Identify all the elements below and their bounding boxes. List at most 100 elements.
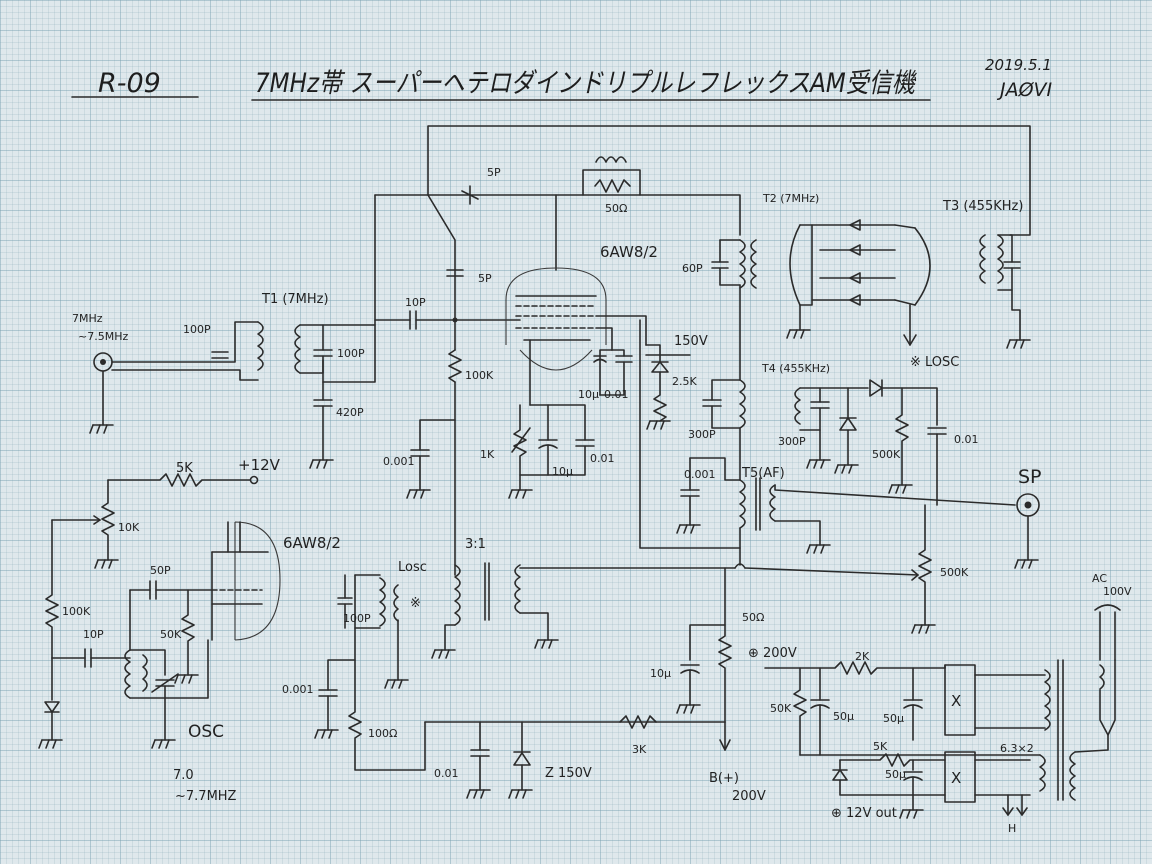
svg-text:2.5K: 2.5K [672,375,697,388]
transformer-t5-af: T5(AF) 0.001 [639,319,1016,566]
svg-text:500K: 500K [872,448,901,461]
svg-text:50Ω: 50Ω [605,202,627,215]
ac-plug: AC 100V [1074,572,1132,753]
svg-text:10P: 10P [83,628,104,641]
losc-tank: Losc ※ 100P 0.001 100Ω [282,560,427,771]
svg-text:T4 (455KHz): T4 (455KHz) [761,362,830,375]
date-text: 2019.5.1 [985,56,1052,74]
svg-text:100Ω: 100Ω [368,727,397,740]
power-supply: ⊕ 200V 2K 50K 50μ 50μ X 5K 50μ X ⊕ [748,646,1076,835]
svg-text:SP: SP [1018,466,1042,488]
svg-text:B(+): B(+) [709,771,739,786]
transformer-t3: T3 (455KHz) [942,199,1023,341]
svg-text:100P: 100P [183,323,211,336]
svg-text:10K: 10K [118,521,140,534]
screen-network: 10μ 0.01 150V 2.5K [578,334,708,422]
svg-text:0.001: 0.001 [282,683,314,696]
svg-text:300P: 300P [688,428,716,441]
transformer-3to1: 3:1 [444,537,549,651]
plate-tank-60p: 60P [682,239,757,381]
transformer-t2-detector: T2 (7MHz) ※ LOSC [762,192,959,370]
svg-text:6AW8/2: 6AW8/2 [283,534,341,552]
transformer-t4: T4 (455KHz) 300P 300P 500K 0.01 [688,362,979,506]
svg-text:3K: 3K [632,743,647,756]
svg-text:0.01: 0.01 [604,388,629,401]
svg-text:~7.5MHz: ~7.5MHz [78,330,128,343]
svg-text:H: H [1008,822,1016,835]
svg-text:500K: 500K [940,566,969,579]
svg-text:200V: 200V [732,789,766,804]
svg-text:0.01: 0.01 [434,767,459,780]
transformer-t1: T1 (7MHz) 100P 420P [261,292,376,461]
svg-text:7.0: 7.0 [173,768,194,783]
tube-6aw8-lower: 6AW8/2 [211,521,341,641]
svg-text:⊕ 200V: ⊕ 200V [748,646,797,661]
svg-text:100P: 100P [343,612,371,625]
svg-text:150V: 150V [674,334,708,349]
svg-text:OSC: OSC [188,722,224,742]
svg-text:300P: 300P [778,435,806,448]
svg-text:※: ※ [410,596,421,611]
svg-text:1K: 1K [480,448,495,461]
callsign-text: JAØVI [996,79,1053,101]
svg-text:10μ: 10μ [650,667,671,680]
cathode-network: 1K 10μ 0.01 [480,404,615,491]
svg-text:0.01: 0.01 [954,433,979,446]
svg-text:5K: 5K [176,461,193,476]
svg-text:60P: 60P [682,262,703,275]
svg-text:X: X [951,692,961,710]
svg-text:※ LOSC: ※ LOSC [910,355,959,370]
svg-text:50K: 50K [160,628,182,641]
svg-text:Z 150V: Z 150V [545,766,592,781]
svg-text:0.001: 0.001 [383,455,415,468]
svg-text:0.001: 0.001 [684,468,716,481]
svg-text:0.01: 0.01 [590,452,615,465]
svg-text:6.3×2: 6.3×2 [1000,742,1034,755]
svg-text:50μ: 50μ [885,768,906,781]
svg-text:⊕ 12V out: ⊕ 12V out [831,806,897,821]
volume-pot-500k: 500K [519,504,969,626]
svg-text:50P: 50P [150,564,171,577]
svg-text:50μ: 50μ [833,710,854,723]
top-wiring [374,125,1031,326]
svg-text:T5(AF): T5(AF) [741,466,785,481]
svg-text:~7.7MHZ: ~7.7MHZ [175,789,237,804]
svg-text:10μ: 10μ [578,388,599,401]
capacitor-5p: 5P [446,269,492,285]
page-title: 7MHz帯 スーパーヘテロダインドリプルレフレックスAM受信機 [255,68,918,99]
svg-text:T1 (7MHz): T1 (7MHz) [261,292,329,307]
trimmer-5p-label: 5P [487,166,501,179]
svg-text:Losc: Losc [398,560,427,575]
oscillator-section: 5K +12V 10K 100K 10P 50P 50K OSC [44,456,281,804]
antenna-input: 7MHz ~7.5MHz 100P [72,312,264,426]
svg-text:6AW8/2: 6AW8/2 [600,243,658,261]
svg-text:5K: 5K [873,740,888,753]
svg-text:50μ: 50μ [883,712,904,725]
model-number: R-09 [98,68,161,99]
svg-text:100V: 100V [1103,585,1132,598]
svg-text:5P: 5P [478,272,492,285]
bplus-line: 3K 0.01 Z 150V B(+) 200V 50Ω 10μ [424,567,766,804]
svg-text:AC: AC [1092,572,1107,585]
svg-text:7MHz: 7MHz [72,312,103,325]
tube-6aw8-upper: 6AW8/2 [505,243,658,406]
ground-symbols [38,329,1039,819]
svg-text:100P: 100P [337,347,365,360]
svg-text:100K: 100K [465,369,494,382]
svg-text:50Ω: 50Ω [742,611,764,624]
svg-text:10P: 10P [405,296,426,309]
svg-text:100K: 100K [62,605,91,618]
svg-text:50K: 50K [770,702,792,715]
svg-text:10μ: 10μ [552,465,573,478]
svg-text:+12V: +12V [238,456,281,474]
resistor-50ohm-top: 50Ω [594,156,631,215]
svg-text:T2 (7MHz): T2 (7MHz) [762,192,819,205]
svg-text:420P: 420P [336,406,364,419]
svg-text:X: X [951,769,961,787]
grid-coupling: 10P 100K 0.001 [374,296,521,576]
svg-text:3:1: 3:1 [465,537,486,552]
svg-text:2K: 2K [855,650,870,663]
speaker-output: SP [1016,466,1042,561]
